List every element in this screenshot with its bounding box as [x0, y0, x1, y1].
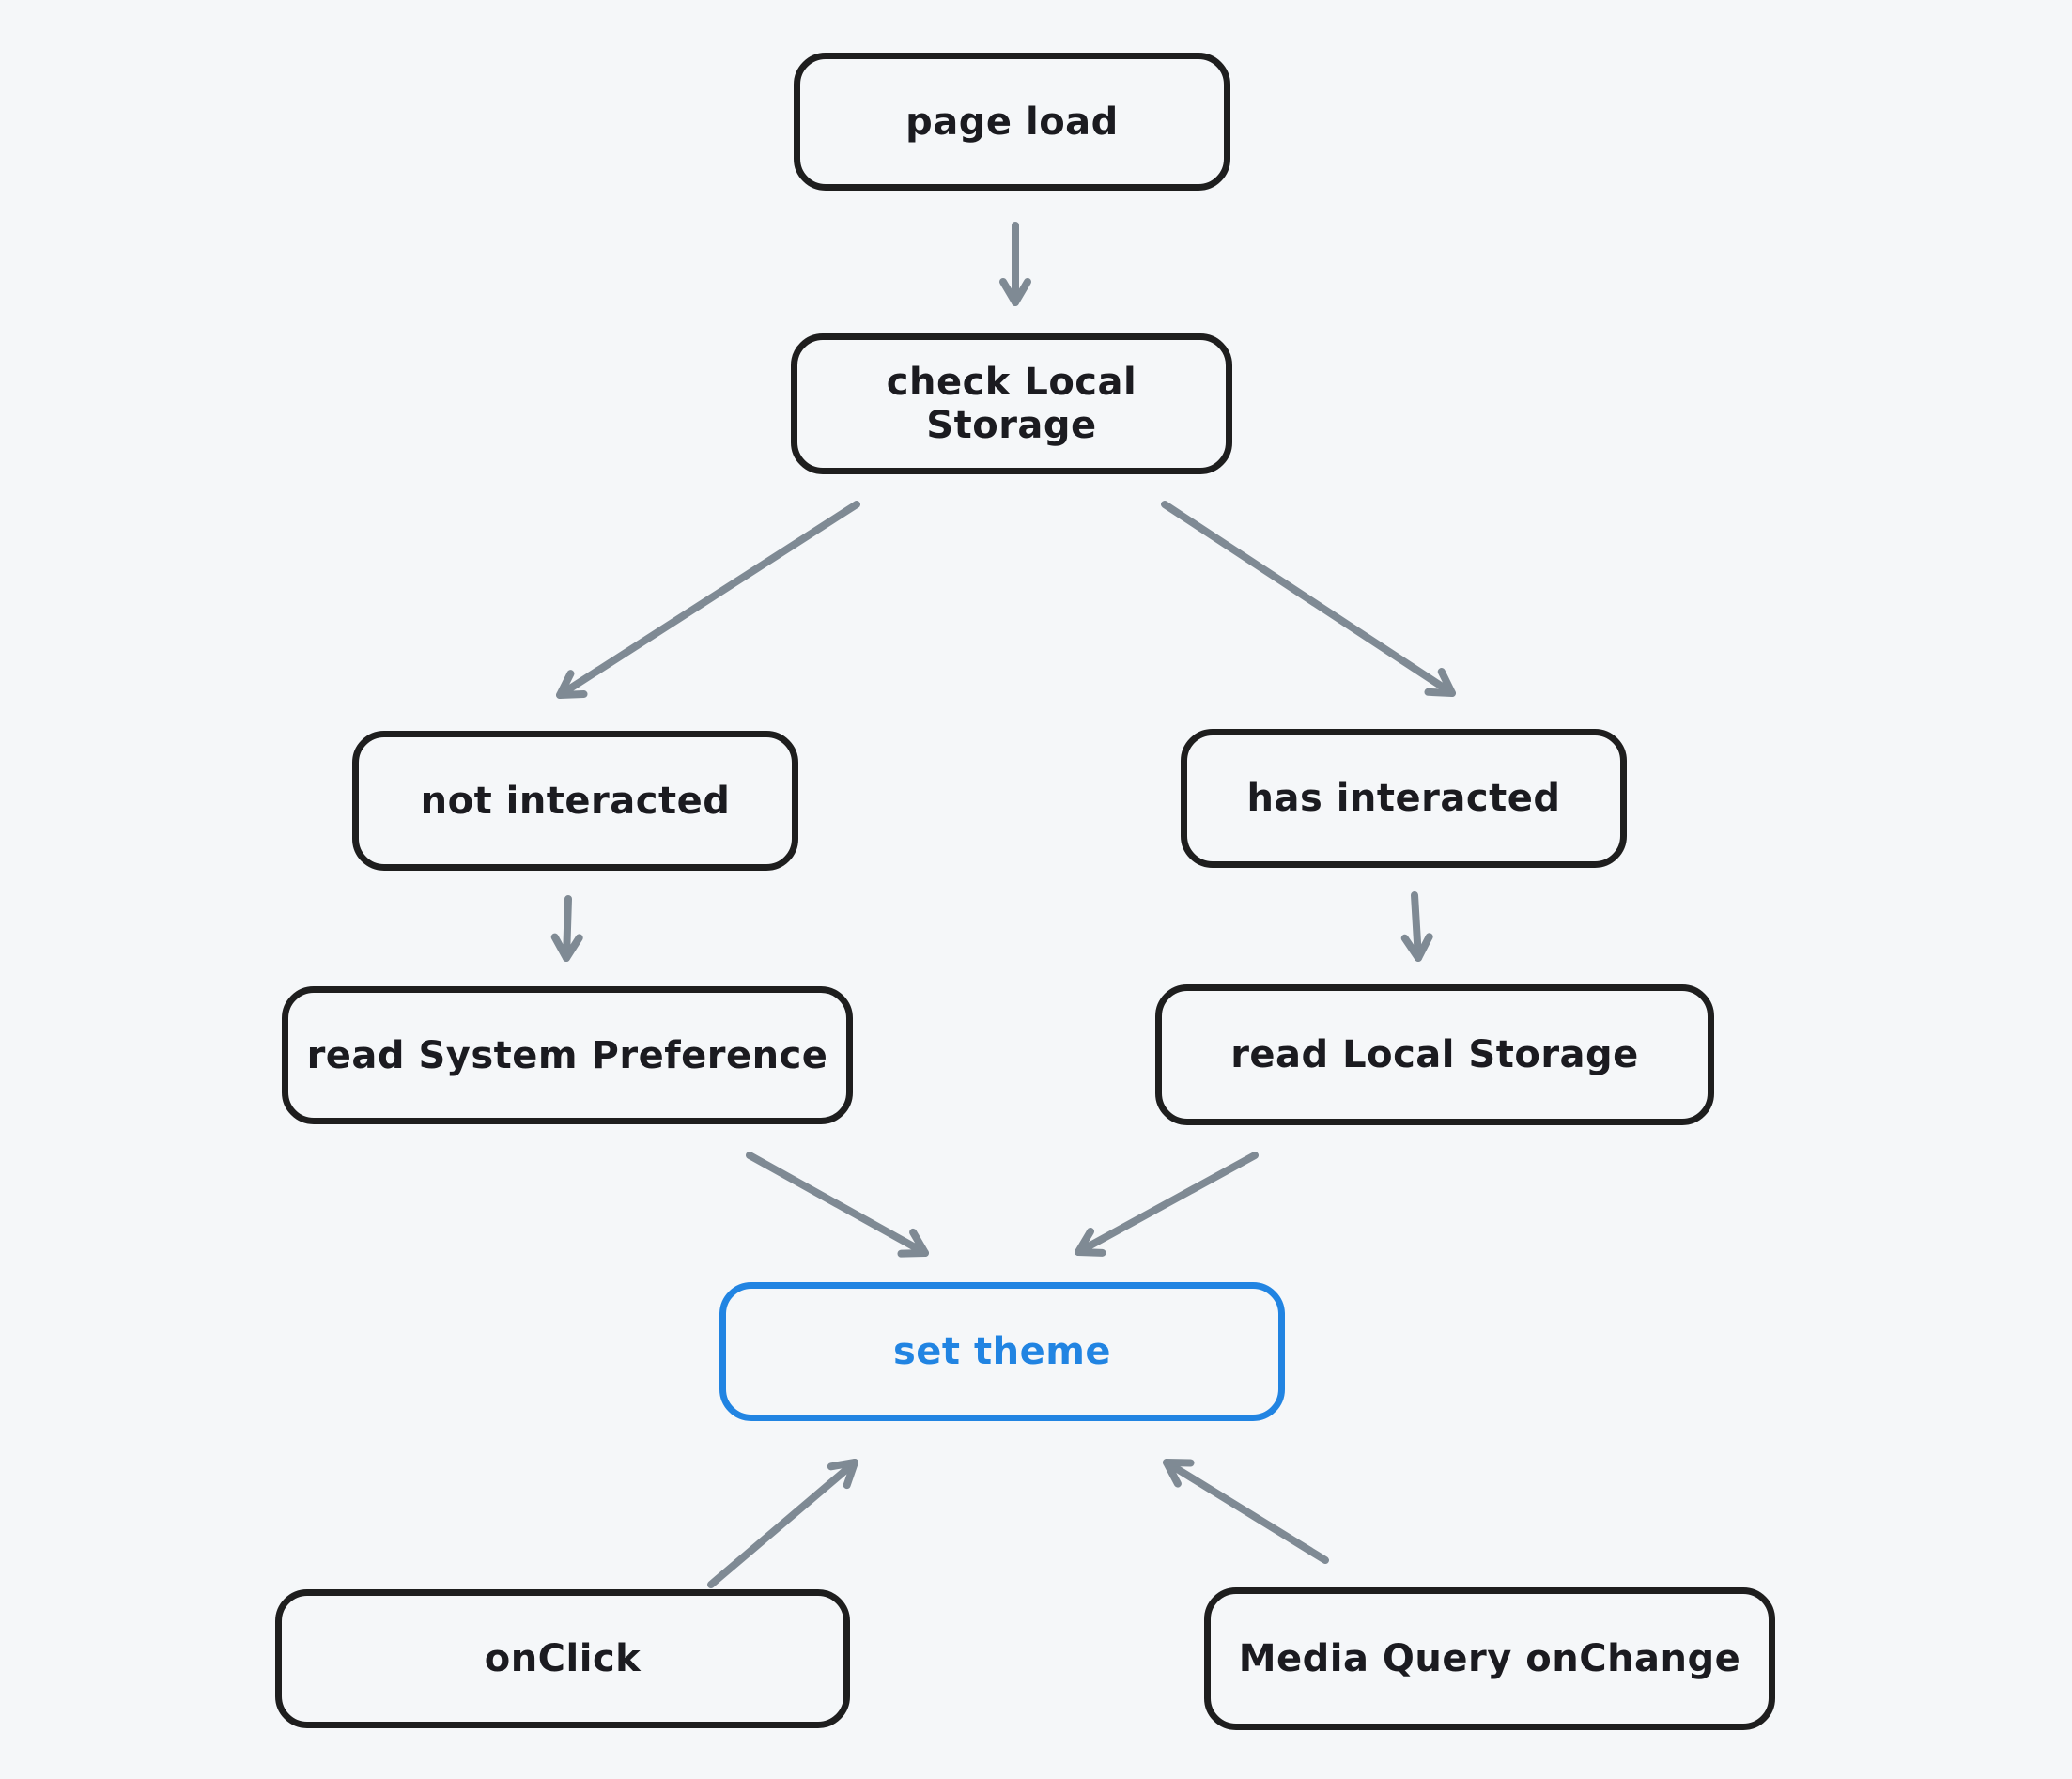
node-check-local-storage-label: check Local Storage [886, 361, 1137, 447]
node-not-interacted-label: not interacted [420, 779, 731, 823]
edge-media-query-onchange-to-set-theme [1163, 1459, 1329, 1564]
node-set-theme-label: set theme [892, 1330, 1112, 1373]
edge-check-local-storage-to-has-interacted [1161, 501, 1456, 697]
node-check-local-storage: check Local Storage [791, 333, 1232, 474]
node-read-local-storage-label: read Local Storage [1230, 1033, 1639, 1076]
node-read-system-preference: read System Preference [282, 986, 853, 1124]
node-not-interacted: not interacted [352, 731, 798, 871]
edge-read-local-storage-to-set-theme [1075, 1152, 1259, 1257]
node-set-theme: set theme [719, 1282, 1285, 1421]
node-onclick: onClick [275, 1589, 850, 1728]
node-page-load: page load [794, 53, 1230, 191]
node-onclick-label: onClick [484, 1637, 642, 1680]
edge-has-interacted-to-read-local-storage [1400, 891, 1433, 962]
node-has-interacted: has interacted [1181, 729, 1627, 868]
node-media-query-onchange-label: Media Query onChange [1238, 1637, 1741, 1680]
node-page-load-label: page load [905, 100, 1119, 144]
node-read-system-preference-label: read System Preference [306, 1033, 828, 1077]
edge-onclick-to-set-theme [707, 1459, 858, 1588]
edge-not-interacted-to-read-system-preference [550, 895, 583, 962]
edge-read-system-preference-to-set-theme [746, 1152, 929, 1258]
node-has-interacted-label: has interacted [1246, 777, 1561, 820]
edge-check-local-storage-to-not-interacted [556, 501, 860, 699]
node-media-query-onchange: Media Query onChange [1204, 1587, 1775, 1730]
node-read-local-storage: read Local Storage [1155, 984, 1714, 1125]
